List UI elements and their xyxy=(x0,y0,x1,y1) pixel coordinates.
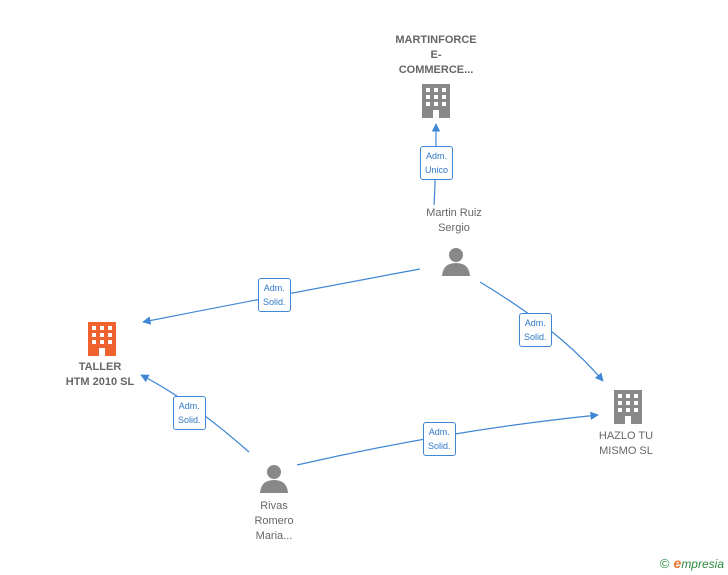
edge-tag-adm-solid-taller-martin[interactable]: Adm. Solid. xyxy=(258,278,291,312)
edge-tag-adm-solid-hazlo-rivas[interactable]: Adm. Solid. xyxy=(423,422,456,456)
node-label-martin-ruiz[interactable]: Martin Ruiz Sergio xyxy=(426,207,482,234)
empresia-watermark: ©empresia xyxy=(660,555,724,571)
edge-tag-adm-solid-hazlo-martin[interactable]: Adm. Solid. xyxy=(519,313,552,347)
brand-name: mpresia xyxy=(681,557,724,571)
building-icon-taller[interactable] xyxy=(87,322,117,361)
edge-tag-adm-unico[interactable]: Adm. Unico xyxy=(420,146,454,180)
building-icon-martinforce[interactable] xyxy=(421,84,451,123)
person-icon-martin-ruiz[interactable] xyxy=(441,246,471,281)
edge-tag-adm-solid-taller-rivas[interactable]: Adm. Solid. xyxy=(173,396,206,430)
node-label-taller[interactable]: TALLER HTM 2010 SL xyxy=(65,361,135,388)
brand-initial: e xyxy=(673,555,682,571)
node-label-hazlo[interactable]: HAZLO TU MISMO SL xyxy=(598,430,654,457)
node-label-rivas[interactable]: Rivas Romero Maria... xyxy=(254,500,294,542)
building-icon-hazlo[interactable] xyxy=(613,390,643,429)
person-icon-rivas[interactable] xyxy=(259,463,289,498)
node-label-martinforce[interactable]: MARTINFORCE E- COMMERCE... xyxy=(395,34,477,76)
copyright-icon: © xyxy=(659,556,670,571)
